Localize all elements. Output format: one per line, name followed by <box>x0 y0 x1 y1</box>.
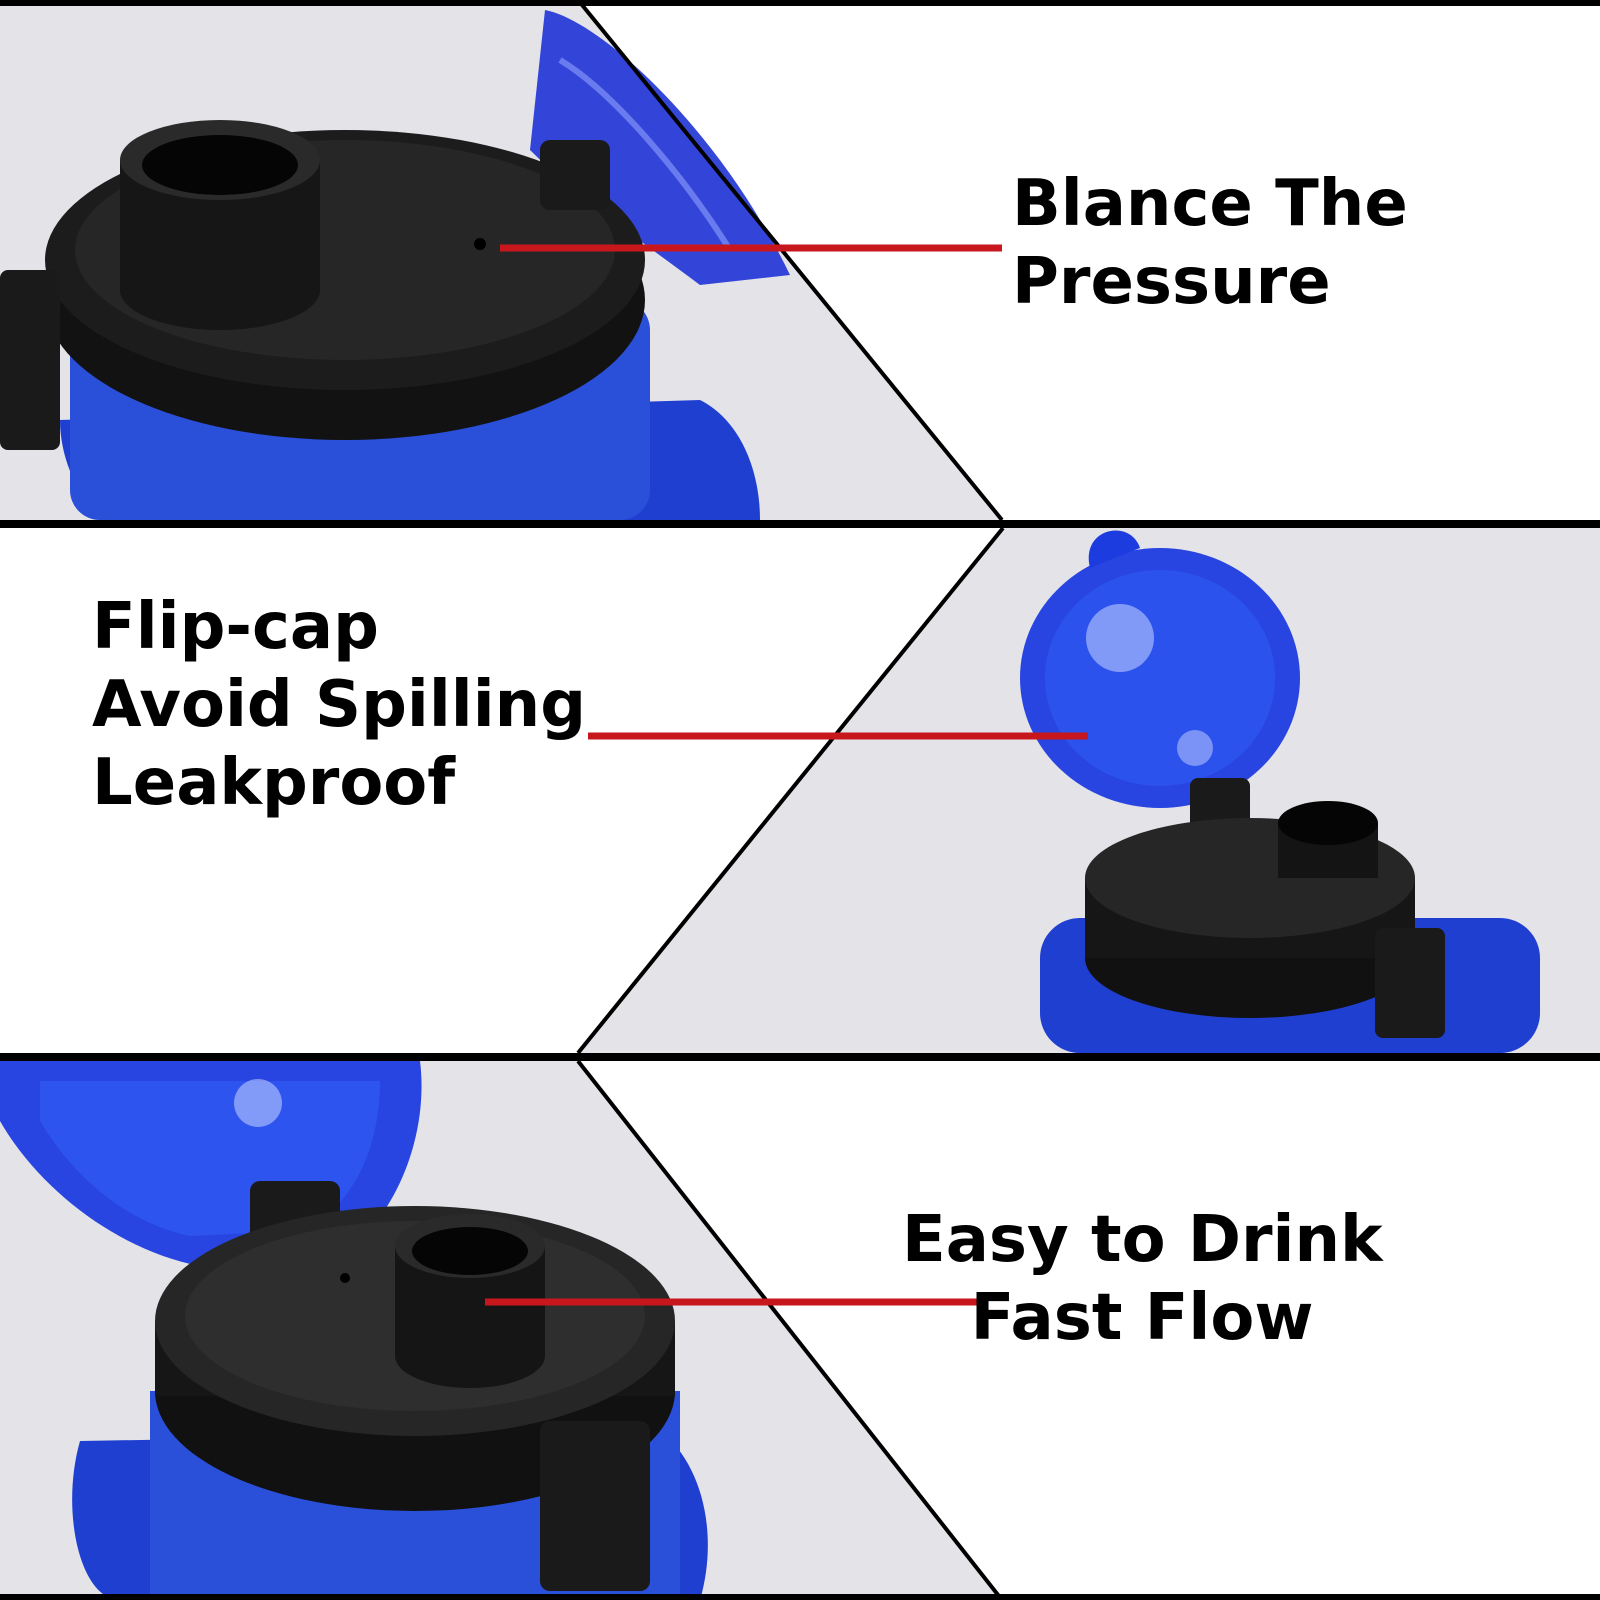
feature-panel-pressure: Blance The Pressure <box>0 0 1600 520</box>
label-line: Fast Flow <box>970 1281 1314 1356</box>
pressure-photo <box>0 0 1004 520</box>
label-line: Leakproof <box>92 746 456 821</box>
label-line: Flip-cap <box>92 590 379 664</box>
panel-divider <box>0 520 1600 528</box>
spout-photo <box>0 1061 1004 1600</box>
feature-panel-easy-drink: Easy to Drink Fast Flow <box>0 1061 1600 1600</box>
feature-label-easy-drink: Easy to Drink Fast Flow <box>902 1201 1383 1357</box>
flip-lid-icon <box>1020 530 1300 838</box>
frame-bottom <box>0 1594 1600 1600</box>
air-vent-hole-icon <box>474 238 486 250</box>
label-line: Pressure <box>1012 245 1331 320</box>
flip-cap-photo <box>576 528 1600 1053</box>
panel-divider <box>0 1053 1600 1061</box>
feature-label-pressure: Blance The Pressure <box>1012 165 1408 321</box>
feature-label-flip-cap: Flip-cap Avoid Spilling Leakproof <box>92 588 586 822</box>
feature-panel-flip-cap: Flip-cap Avoid Spilling Leakproof <box>0 528 1600 1053</box>
frame-top <box>0 0 1600 6</box>
label-line: Avoid Spilling <box>92 668 586 743</box>
label-line: Easy to Drink <box>902 1203 1383 1277</box>
label-line: Blance The <box>1012 167 1408 241</box>
